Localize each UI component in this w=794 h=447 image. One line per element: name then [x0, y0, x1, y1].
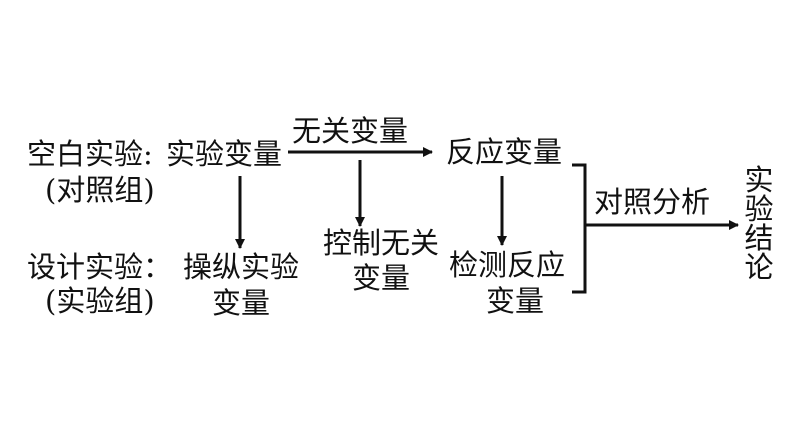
blank-experiment-label: 空白实验:: [27, 137, 153, 171]
detect-response-line1: 检测反应: [448, 248, 565, 282]
control-irrelevant-line2: 变量: [351, 261, 410, 295]
control-group-label: (对照组): [45, 173, 155, 207]
designed-experiment-label: 设计实验：: [27, 250, 173, 284]
comparison-analysis-label: 对照分析: [594, 185, 711, 219]
experiment-conclusion: 实验结论: [744, 163, 774, 284]
manipulate-variable-line1: 操纵实验: [182, 250, 299, 284]
experimental-variable: 实验变量: [166, 137, 283, 171]
bracket: [572, 163, 587, 294]
response-variable: 反应变量: [446, 135, 563, 169]
experimental-group-label: (实验组): [45, 284, 155, 318]
irrelevant-variable-label: 无关变量: [292, 114, 409, 148]
control-irrelevant-line1: 控制无关: [322, 226, 439, 260]
detect-response-line2: 变量: [485, 284, 544, 318]
manipulate-variable-line2: 变量: [211, 286, 270, 320]
